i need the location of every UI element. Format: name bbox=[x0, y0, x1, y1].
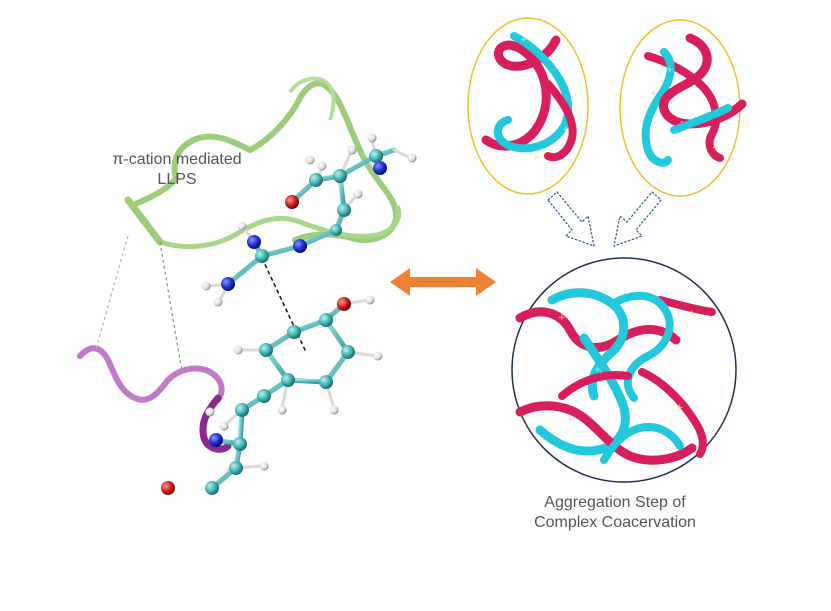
svg-text:-: - bbox=[680, 117, 683, 127]
svg-text:+: + bbox=[666, 65, 674, 75]
oxygen-atoms bbox=[161, 195, 351, 495]
oval-left-ribbons: + + + + - bbox=[467, 17, 589, 195]
pi-cation-label-line2: LLPS bbox=[157, 171, 197, 188]
ribbon-connector-lines bbox=[94, 235, 183, 373]
aggregation-label-line1: Aggregation Step of bbox=[544, 494, 686, 511]
molecular-model bbox=[77, 76, 417, 495]
svg-text:+: + bbox=[566, 415, 574, 425]
svg-text:+: + bbox=[594, 365, 602, 375]
svg-text:+: + bbox=[712, 143, 720, 153]
purple-ribbon-backbone bbox=[77, 345, 232, 453]
svg-text:-: - bbox=[602, 401, 605, 411]
pi-cation-label-line1: π-cation mediated bbox=[112, 151, 242, 168]
hydrogen-atoms bbox=[201, 133, 417, 471]
aggregation-label-line2: Complex Coacervation bbox=[534, 514, 696, 531]
svg-text:+: + bbox=[562, 125, 570, 135]
svg-text:+: + bbox=[548, 55, 556, 65]
double-arrow-icon bbox=[390, 268, 496, 296]
svg-text:+: + bbox=[650, 89, 658, 99]
oval-right-ribbons: + + + - bbox=[619, 19, 747, 197]
aggregation-step-label: Aggregation Step of Complex Coacervation bbox=[500, 493, 730, 533]
svg-text:-: - bbox=[555, 103, 558, 113]
carbon-atoms bbox=[205, 149, 383, 495]
svg-text:+: + bbox=[532, 153, 540, 163]
svg-text:-: - bbox=[646, 311, 649, 321]
hollow-down-arrow-icon bbox=[547, 191, 662, 247]
nitrogen-atoms bbox=[209, 161, 387, 447]
aggregate-circle: + + + + + - - bbox=[511, 257, 737, 483]
svg-text:+: + bbox=[520, 35, 528, 45]
green-ribbon-backbone bbox=[124, 76, 402, 250]
svg-text:+: + bbox=[688, 309, 696, 319]
svg-text:+: + bbox=[558, 313, 566, 323]
svg-text:+: + bbox=[676, 403, 684, 413]
pi-cation-llps-label: π-cation mediated LLPS bbox=[92, 150, 262, 190]
